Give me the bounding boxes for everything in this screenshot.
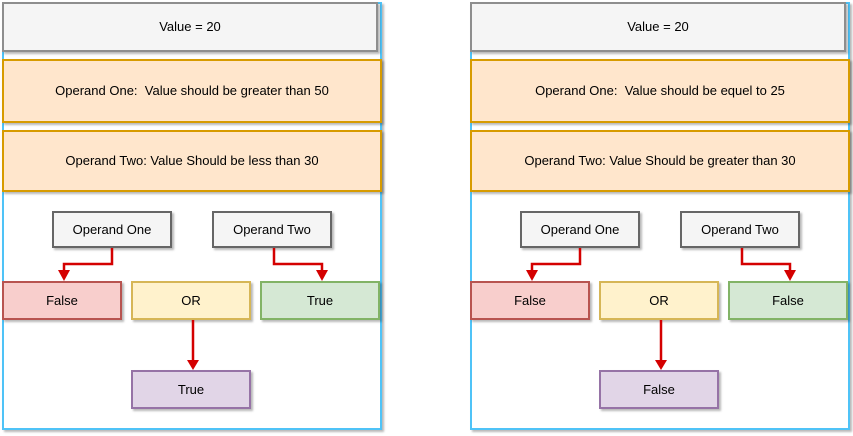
operand-one-result-box: False — [2, 281, 122, 320]
final-result-box: True — [131, 370, 251, 409]
operand-two-description: Operand Two: Value Should be less than 3… — [2, 130, 382, 192]
value-box: Value = 20 — [2, 2, 378, 52]
final-result-box: False — [599, 370, 719, 409]
operand-two-node: Operand Two — [680, 211, 800, 248]
value-box: Value = 20 — [470, 2, 846, 52]
operand-one-node: Operand One — [52, 211, 172, 248]
operand-two-result-box: False — [728, 281, 848, 320]
operand-two-description: Operand Two: Value Should be greater tha… — [470, 130, 850, 192]
or-operator-box: OR — [599, 281, 719, 320]
operand-one-node: Operand One — [520, 211, 640, 248]
operand-one-description: Operand One: Value should be equel to 25 — [470, 59, 850, 123]
expression-panel-right: Value = 20 Operand One: Value should be … — [470, 2, 850, 430]
operand-two-result-box: True — [260, 281, 380, 320]
operand-two-node: Operand Two — [212, 211, 332, 248]
operand-one-description: Operand One: Value should be greater tha… — [2, 59, 382, 123]
operand-one-result-box: False — [470, 281, 590, 320]
expression-panel-left: Value = 20 Operand One: Value should be … — [2, 2, 382, 430]
or-operator-box: OR — [131, 281, 251, 320]
